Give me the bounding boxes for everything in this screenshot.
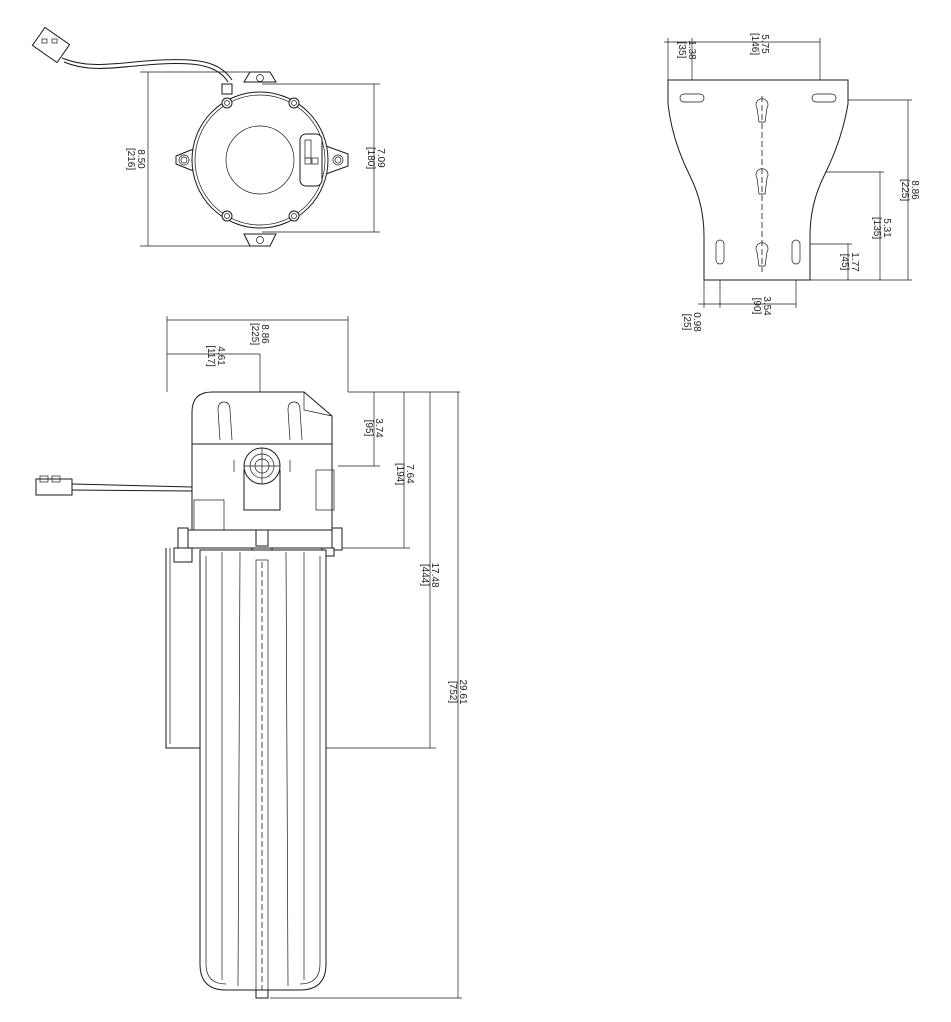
dim-slot-left-in: 1.38 xyxy=(686,40,697,60)
dim-total-height-mm: [752] xyxy=(447,681,458,703)
filter-opening xyxy=(225,125,295,195)
side-view: 8.86 [225] 4.61 [117] 3.74 [95] 7.64 [19… xyxy=(35,316,468,999)
power-cord xyxy=(61,57,233,81)
dim-head-height-mm: [194] xyxy=(394,463,405,485)
dim-width-in: 7.09 xyxy=(375,148,386,168)
dim-keyhole-height-mm: [135] xyxy=(871,217,882,239)
dim-lower-slot-spacing-in: 3.54 xyxy=(761,296,772,316)
dim-height-mm: [216] xyxy=(125,148,136,170)
dim-slot-left-mm: [35] xyxy=(676,42,687,59)
dim-port-height-mm: [95] xyxy=(363,420,374,437)
dim-head-height-in: 7.64 xyxy=(404,464,415,484)
dim-width-mm: [180] xyxy=(365,147,376,169)
keyhole-icon xyxy=(755,98,769,267)
dim-lower-slot-left-mm: [25] xyxy=(681,314,692,331)
dim-height-in: 8.86 xyxy=(909,180,920,200)
dim-height-in: 8.50 xyxy=(135,149,146,169)
power-plug-icon xyxy=(31,26,71,64)
dim-port-height-in: 3.74 xyxy=(373,418,384,438)
filter-head xyxy=(191,391,333,445)
dim-height-mm: [225] xyxy=(899,179,910,201)
dim-slot-spacing-in: 5.75 xyxy=(759,34,770,54)
power-plug-icon xyxy=(35,475,73,496)
dim-bracket-height-mm: [444] xyxy=(419,564,430,586)
housing-outline xyxy=(191,91,329,229)
filter-sump xyxy=(199,549,327,991)
dim-slot-spacing-mm: [146] xyxy=(749,33,760,55)
top-view: 8.50 [216] 7.09 [180] xyxy=(31,26,386,247)
display-window xyxy=(299,133,323,187)
dim-lower-slot-left-in: 0.98 xyxy=(691,312,702,332)
dim-port-offset-in: 4.61 xyxy=(215,346,226,366)
dim-head-width-mm: [225] xyxy=(249,323,260,345)
dim-head-width-in: 8.86 xyxy=(259,324,270,344)
inlet-port xyxy=(233,447,291,511)
dim-lower-slot-spacing-mm: [90] xyxy=(751,298,762,315)
dim-total-height-in: 29.61 xyxy=(457,679,468,704)
dim-slot-bottom-in: 1.77 xyxy=(849,252,860,272)
dim-bracket-height-in: 17.48 xyxy=(429,562,440,587)
bracket-view: 1.38 [35] 5.75 [146] 8.86 [225] 5.31 [13… xyxy=(664,33,920,332)
dim-keyhole-height-in: 5.31 xyxy=(881,218,892,238)
dim-slot-bottom-mm: [45] xyxy=(839,254,850,271)
dim-port-offset-mm: [117] xyxy=(205,345,216,367)
screw-icon xyxy=(221,97,300,222)
wall-bracket xyxy=(667,79,849,281)
